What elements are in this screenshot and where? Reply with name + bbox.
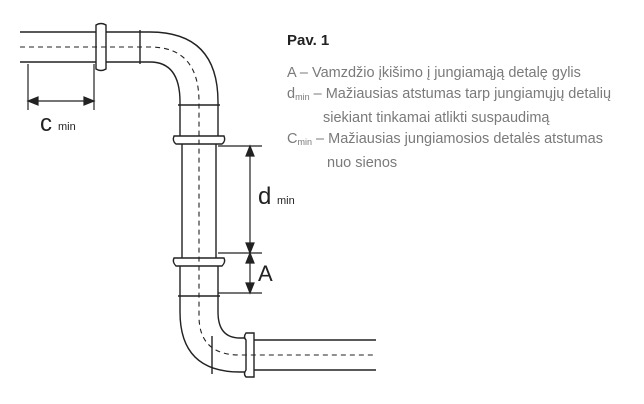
figure-title: Pav. 1: [287, 32, 330, 49]
legend-text: – Mažiausias atstumas tarp jungiamųjų de…: [313, 86, 612, 102]
legend-symbol: A: [287, 65, 296, 81]
legend-text: – Vamzdžio įkišimo į jungiamąją detalę g…: [299, 65, 581, 81]
d-min-sub: min: [277, 195, 295, 207]
legend-text-cont: siekiant tinkamai atlikti suspaudimą: [323, 110, 550, 126]
d-min-label: d: [258, 183, 271, 210]
a-label: A: [258, 261, 273, 286]
pipe-drawing: [20, 22, 376, 378]
legend-item-a: A – Vamzdžio įkišimo į jungiamąją detalę…: [287, 63, 637, 84]
legend-symbol-sub: min: [295, 92, 310, 102]
legend-symbol: C: [287, 131, 298, 147]
dimension-d-min-a: [218, 144, 262, 295]
legend-symbol-sub: min: [297, 137, 312, 147]
legend-symbol: d: [287, 86, 296, 102]
legend-item-c-min: Cmin – Mažiausias jungiamosios detalės a…: [287, 129, 637, 174]
c-min-label: c: [40, 110, 52, 137]
legend-text: – Mažiausias jungiamosios detalės atstum…: [316, 131, 603, 147]
c-min-sub: min: [58, 121, 76, 133]
legend-item-d-min: dmin – Mažiausias atstumas tarp jungiamų…: [287, 84, 637, 129]
legend: Pav. 1 A – Vamzdžio įkišimo į jungiamąją…: [287, 32, 637, 174]
legend-text-cont: nuo sienos: [327, 155, 398, 171]
dimension-c-min: [26, 64, 96, 110]
